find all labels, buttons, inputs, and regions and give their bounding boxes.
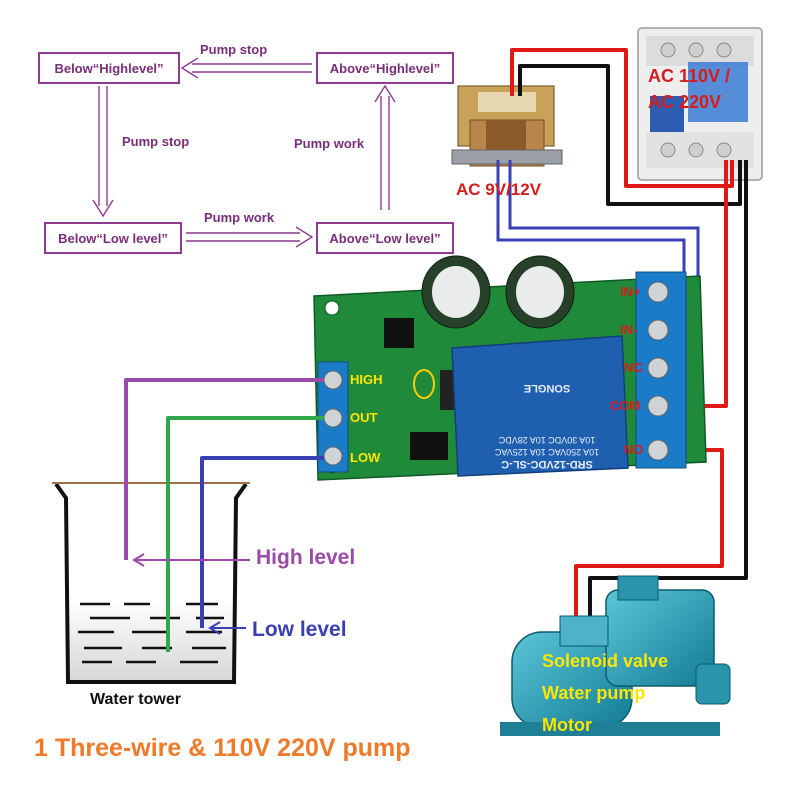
pump-label-motor: Motor [542, 715, 592, 735]
flow-box-above-high-level: Above“Highlevel” [316, 52, 454, 84]
water-pump [500, 575, 731, 736]
terminal-label-in-plus: IN+ [620, 284, 641, 299]
transformer [451, 85, 563, 167]
flow-box-below-high-level: Below“Highlevel” [38, 52, 180, 84]
water-tower-label: Water tower [90, 691, 181, 708]
low-level-label: Low level [252, 618, 347, 641]
flow-label-pump-stop-left: Pump stop [122, 134, 190, 149]
level-pointer-arrows [132, 553, 250, 635]
breaker-voltage-label-line2: AC 220V [648, 92, 722, 112]
terminal-label-in-minus: IN- [620, 322, 638, 337]
pump-label-water-pump: Water pump [542, 683, 646, 703]
flow-box-below-low-level: Below“Low level” [44, 222, 182, 254]
caption: 1 Three-wire & 110V 220V pump [34, 734, 411, 762]
terminal-label-low: LOW [350, 450, 381, 465]
circuit-breaker [637, 27, 763, 181]
relay-model: SRD-12VDC-SL-C [501, 458, 593, 470]
breaker-voltage-label-line1: AC 110V / [648, 66, 731, 86]
terminal-label-out: OUT [350, 410, 378, 425]
flow-label-pump-work-right: Pump work [294, 136, 365, 151]
relay-module-board [313, 255, 707, 481]
flow-box-above-low-level: Above“Low level” [316, 222, 454, 254]
flow-arrow-pump-stop-top [180, 57, 312, 79]
terminal-label-nc: NC [624, 360, 643, 375]
pump-label-solenoid-valve: Solenoid valve [542, 651, 669, 671]
relay-brand: SONGLE [523, 382, 571, 394]
relay-print: SRD-12VDC-SL-C 10A 250VAC 10A 125VAC 10A… [472, 350, 622, 470]
flow-label-pump-stop-top: Pump stop [200, 42, 268, 57]
flow-label-pump-work-bottom: Pump work [204, 210, 275, 225]
flow-arrow-pump-work-bottom [186, 226, 314, 248]
terminal-label-no: NO [624, 442, 644, 457]
flow-arrow-pump-work-right [374, 84, 396, 210]
water-tower [52, 482, 250, 684]
transformer-voltage-label: AC 9V/12V [456, 180, 542, 199]
relay-rating-dc: 10A 30VDC 10A 28VDC [498, 435, 596, 445]
terminal-label-com: COM [610, 398, 641, 413]
flow-arrows [92, 57, 396, 248]
sensor-wires [124, 378, 324, 652]
flow-arrow-pump-stop-left [92, 86, 114, 218]
high-level-label: High level [256, 546, 356, 569]
terminal-label-high: HIGH [350, 372, 383, 387]
relay-rating-ac: 10A 250VAC 10A 125VAC [494, 447, 600, 457]
